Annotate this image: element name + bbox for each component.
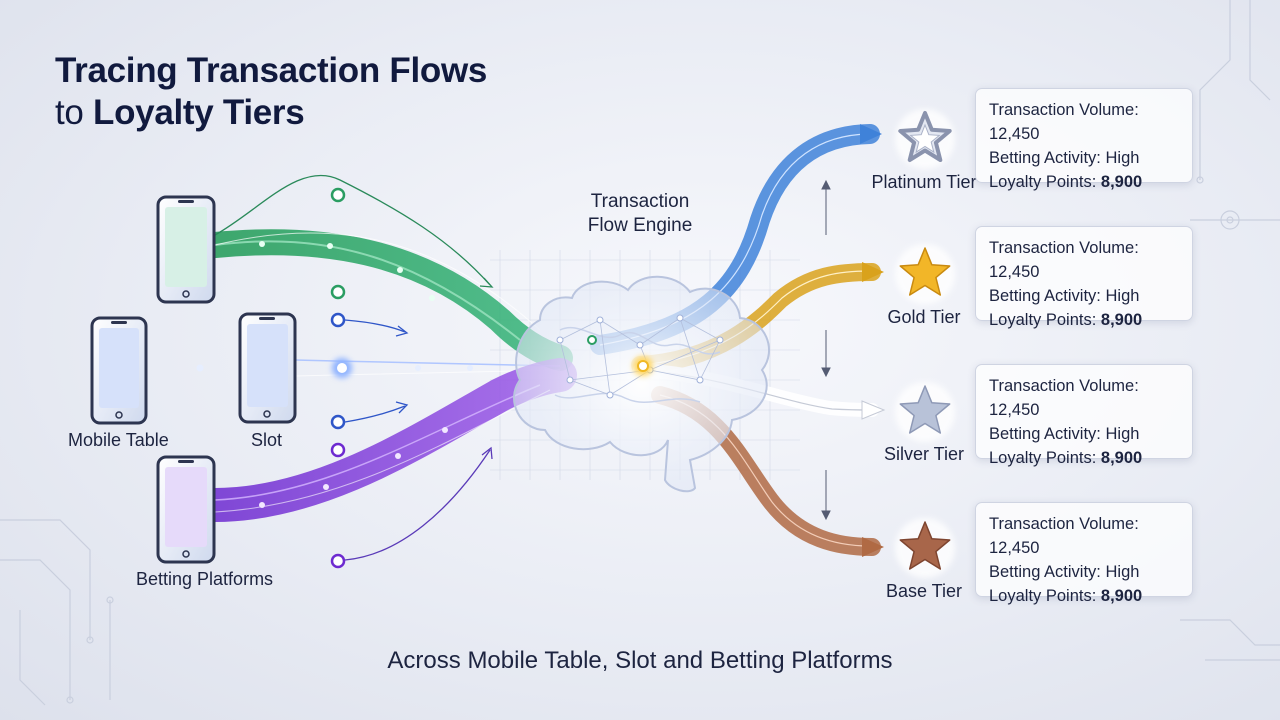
- source-label-mobile-table: Mobile Table: [68, 430, 169, 450]
- phone-slot-1: [90, 316, 148, 425]
- points-label: Loyalty Points:: [989, 173, 1097, 191]
- title-line-2-bold: Loyalty Tiers: [93, 93, 305, 132]
- points-value: 8,900: [1100, 173, 1143, 191]
- activity-label: Betting Activity:: [989, 563, 1101, 581]
- tier-label-silver: Silver Tier: [883, 444, 964, 464]
- card-volume-row: Transaction Volume: 12,450: [989, 512, 1192, 560]
- phone-slot-2: [238, 312, 297, 424]
- thin-arrows: [214, 174, 494, 561]
- tier-label-base: Base Tier: [885, 581, 963, 601]
- activity-label: Betting Activity:: [989, 149, 1101, 167]
- tier-card-gold: Transaction Volume: 12,450 Betting Activ…: [975, 226, 1193, 329]
- activity-value: High: [1105, 425, 1140, 443]
- source-label-slot: Slot: [251, 430, 283, 450]
- card-points-row: Loyalty Points: 8,900: [989, 584, 1192, 608]
- star-icon-gold: [899, 247, 951, 296]
- title-line-2-prefix: to: [55, 93, 94, 132]
- tier-stars: [895, 109, 955, 578]
- tier-label-gold: Gold Tier: [887, 307, 961, 327]
- points-label: Loyalty Points:: [989, 587, 1097, 605]
- points-value: 8,900: [1100, 587, 1143, 605]
- page-title: Tracing Transaction Flows to Loyalty Tie…: [55, 50, 487, 134]
- card-points-row: Loyalty Points: 8,900: [989, 308, 1192, 332]
- tier-card-silver: Transaction Volume: 12,450 Betting Activ…: [975, 364, 1193, 467]
- phone-betting-platforms: [156, 455, 216, 564]
- star-icon-base: [899, 521, 951, 570]
- source-label-betting-platforms: Betting Platforms: [136, 569, 274, 589]
- tier-label-platinum: Platinum Tier: [871, 172, 977, 192]
- engine-label: Transaction Flow Engine: [560, 190, 720, 238]
- activity-label: Betting Activity:: [989, 425, 1101, 443]
- volume-label: Transaction Volume:: [989, 239, 1139, 257]
- footer-caption: Across Mobile Table, Slot and Betting Pl…: [387, 647, 893, 674]
- volume-value: 12,450: [989, 401, 1040, 419]
- flow-nodes: [196, 187, 473, 569]
- volume-label: Transaction Volume:: [989, 377, 1139, 395]
- volume-label: Transaction Volume:: [989, 101, 1139, 119]
- engine-label-line-2: Flow Engine: [587, 215, 693, 236]
- volume-value: 12,450: [989, 125, 1040, 143]
- card-volume-row: Transaction Volume: 12,450: [989, 98, 1192, 146]
- incoming-flow-slot: [132, 354, 573, 382]
- card-volume-row: Transaction Volume: 12,450: [989, 374, 1192, 422]
- flow-engine-brain-icon: [513, 275, 771, 493]
- tier-card-platinum: Transaction Volume: 12,450 Betting Activ…: [975, 88, 1193, 191]
- title-line-1: Tracing Transaction Flows: [55, 51, 488, 90]
- star-inner-platinum: [909, 123, 941, 154]
- phone-mobile-table: [156, 195, 216, 304]
- star-icon-silver: [899, 385, 951, 434]
- card-volume-row: Transaction Volume: 12,450: [989, 236, 1192, 284]
- card-activity-row: Betting Activity: High: [989, 422, 1192, 446]
- activity-value: High: [1105, 149, 1140, 167]
- volume-value: 12,450: [989, 539, 1040, 557]
- points-value: 8,900: [1100, 449, 1143, 467]
- tier-separators: [821, 179, 831, 521]
- activity-label: Betting Activity:: [989, 287, 1101, 305]
- points-label: Loyalty Points:: [989, 449, 1097, 467]
- points-value: 8,900: [1100, 311, 1143, 329]
- card-activity-row: Betting Activity: High: [989, 560, 1192, 584]
- card-points-row: Loyalty Points: 8,900: [989, 446, 1192, 470]
- tier-card-base: Transaction Volume: 12,450 Betting Activ…: [975, 502, 1193, 605]
- points-label: Loyalty Points:: [989, 311, 1097, 329]
- card-points-row: Loyalty Points: 8,900: [989, 170, 1192, 194]
- volume-label: Transaction Volume:: [989, 515, 1139, 533]
- activity-value: High: [1105, 563, 1140, 581]
- volume-value: 12,450: [989, 263, 1040, 281]
- card-activity-row: Betting Activity: High: [989, 146, 1192, 170]
- engine-label-line-1: Transaction: [590, 191, 690, 212]
- card-activity-row: Betting Activity: High: [989, 284, 1192, 308]
- activity-value: High: [1105, 287, 1140, 305]
